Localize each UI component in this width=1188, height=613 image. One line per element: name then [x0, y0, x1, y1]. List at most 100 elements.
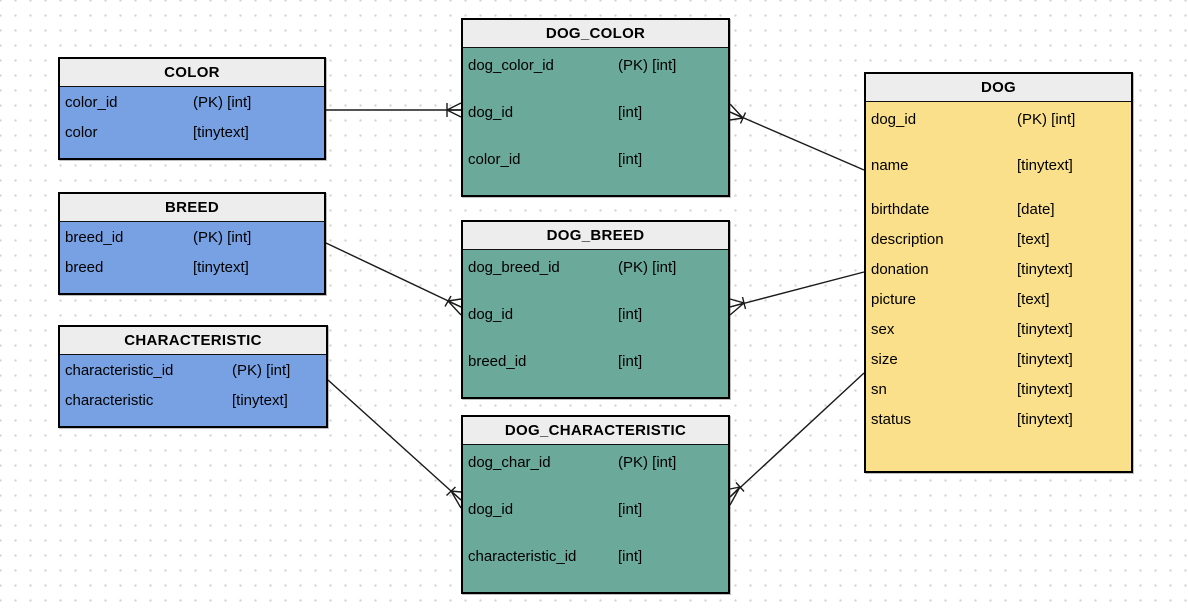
field-name: color_id — [468, 151, 521, 168]
field-row: picture [text] — [866, 284, 1131, 314]
table-dog-characteristic-title: DOG_CHARACTERISTIC — [463, 417, 728, 445]
table-dog-color[interactable]: DOG_COLOR dog_color_id (PK) [int] dog_id [i… — [461, 18, 730, 197]
relationship-dog-dogcharacteristic[interactable] — [729, 372, 865, 506]
field-name: characteristic_id — [65, 361, 174, 379]
table-dog-characteristic[interactable]: DOG_CHARACTERISTIC dog_char_id (PK) [int]… — [461, 415, 730, 594]
table-dog-breed[interactable]: DOG_BREED dog_breed_id (PK) [int] dog_id [i… — [461, 220, 730, 399]
field-row: dog_id [int] — [463, 492, 728, 539]
field-row: donation[tinytext] — [866, 254, 1131, 284]
field-name: dog_char_id — [468, 454, 551, 471]
field-row: dog_color_id (PK) [int] — [463, 48, 728, 95]
field-row: characteristic [tinytext] — [60, 385, 326, 415]
relationship-breed-dogbreed[interactable] — [325, 242, 462, 316]
field-type: [tinytext] — [1017, 320, 1073, 338]
relationship-dog-dogcolor[interactable] — [729, 103, 865, 171]
field-name: breed_id — [65, 228, 124, 246]
field-name: name — [871, 157, 909, 174]
field-row: color [tinytext] — [60, 117, 324, 147]
field-name: status — [871, 410, 912, 428]
field-row: breed_id [int] — [463, 344, 728, 391]
field-row: characteristic_id [int] — [463, 539, 728, 586]
field-row: name [tinytext] — [866, 148, 1131, 194]
table-dog-breed-title: DOG_BREED — [463, 222, 728, 250]
table-breed[interactable]: BREED breed_id (PK) [int] breed [tinytext] — [58, 192, 326, 295]
table-dog[interactable]: DOG dog_id(PK) [int] name [tinytext] birthd… — [864, 72, 1133, 473]
table-dog-breed-fields: dog_breed_id(PK) [int]dog_id[int]breed_i… — [463, 250, 728, 397]
field-row: description [text] — [866, 224, 1131, 254]
field-row: color_id (PK) [int] — [60, 87, 324, 117]
field-type: [date] — [1017, 200, 1055, 218]
field-row: dog_breed_id (PK) [int] — [463, 250, 728, 297]
field-row: birthdate [date] — [866, 194, 1131, 224]
field-name: dog_id — [468, 306, 514, 323]
field-type: [int] — [618, 501, 643, 518]
field-name: dog_breed_id — [468, 259, 560, 276]
field-type: (PK) [int] — [193, 228, 252, 246]
table-dog-title: DOG — [866, 74, 1131, 102]
field-name: breed_id — [468, 353, 527, 370]
field-name: size — [871, 350, 898, 368]
table-color[interactable]: COLOR color_id (PK) [int] color [tinytext] — [58, 57, 326, 160]
field-type: (PK) [int] — [193, 93, 252, 111]
field-name: birthdate — [871, 200, 930, 218]
field-type: [tinytext] — [1017, 380, 1073, 398]
field-type: [int] — [618, 548, 643, 565]
field-row: breed_id (PK) [int] — [60, 222, 324, 252]
field-type: [int] — [618, 353, 643, 370]
field-type: [tinytext] — [1017, 410, 1073, 428]
table-breed-fields: breed_id (PK) [int] breed [tinytext] — [60, 222, 324, 293]
field-name: description — [871, 230, 944, 248]
field-type: [int] — [618, 151, 643, 168]
field-name: sex — [871, 320, 895, 338]
relationship-color-dogcolor[interactable] — [326, 102, 462, 118]
field-name: color_id — [65, 93, 118, 111]
field-type: (PK) [int] — [618, 454, 677, 471]
field-row: breed [tinytext] — [60, 252, 324, 282]
field-name: color — [65, 123, 98, 141]
field-row: dog_id(PK) [int] — [866, 102, 1131, 148]
field-row: dog_char_id (PK) [int] — [463, 445, 728, 492]
field-name: dog_color_id — [468, 57, 554, 74]
field-type: [tinytext] — [232, 391, 288, 409]
table-color-fields: color_id (PK) [int] color [tinytext] — [60, 87, 324, 158]
field-type: [tinytext] — [1017, 157, 1073, 174]
field-name: dog_id — [468, 501, 514, 518]
field-type: (PK) [int] — [232, 361, 291, 379]
table-dog-color-fields: dog_color_id(PK) [int]dog_id[int]color_i… — [463, 48, 728, 195]
field-type: [tinytext] — [1017, 350, 1073, 368]
field-row: sn [tinytext] — [866, 374, 1131, 404]
relationship-characteristic-dogcharacteristic[interactable] — [327, 379, 462, 509]
field-type: [int] — [618, 306, 643, 323]
table-dog-fields: dog_id(PK) [int] name [tinytext] birthdate [… — [866, 102, 1131, 471]
field-name: sn — [871, 380, 887, 398]
table-breed-title: BREED — [60, 194, 324, 222]
field-type: [tinytext] — [193, 123, 249, 141]
field-type: [tinytext] — [193, 258, 249, 276]
relationship-dog-dogbreed[interactable] — [729, 271, 865, 316]
field-type: (PK) [int] — [618, 57, 677, 74]
table-dog-characteristic-fields: dog_char_id(PK) [int]dog_id[int]characte… — [463, 445, 728, 592]
field-name: breed — [65, 258, 104, 276]
field-type: [text] — [1017, 230, 1050, 248]
field-type: [text] — [1017, 290, 1050, 308]
field-type: (PK) [int] — [618, 259, 677, 276]
table-color-title: COLOR — [60, 59, 324, 87]
field-row: characteristic_id (PK) [int] — [60, 355, 326, 385]
table-characteristic[interactable]: CHARACTERISTIC characteristic_id (PK) [in… — [58, 325, 328, 428]
field-name: picture — [871, 290, 917, 308]
table-characteristic-title: CHARACTERISTIC — [60, 327, 326, 355]
field-row: status [tinytext] — [866, 404, 1131, 434]
field-row: sex [tinytext] — [866, 314, 1131, 344]
field-row: color_id [int] — [463, 142, 728, 189]
table-characteristic-fields: characteristic_id(PK) [int]characteristi… — [60, 355, 326, 426]
field-name: characteristic — [65, 391, 154, 409]
field-name: dog_id — [468, 104, 514, 121]
field-name: characteristic_id — [468, 548, 577, 565]
field-type: (PK) [int] — [1017, 111, 1076, 128]
field-type: [int] — [618, 104, 643, 121]
field-name: donation — [871, 260, 929, 278]
field-row: dog_id [int] — [463, 297, 728, 344]
field-row: dog_id [int] — [463, 95, 728, 142]
table-dog-color-title: DOG_COLOR — [463, 20, 728, 48]
